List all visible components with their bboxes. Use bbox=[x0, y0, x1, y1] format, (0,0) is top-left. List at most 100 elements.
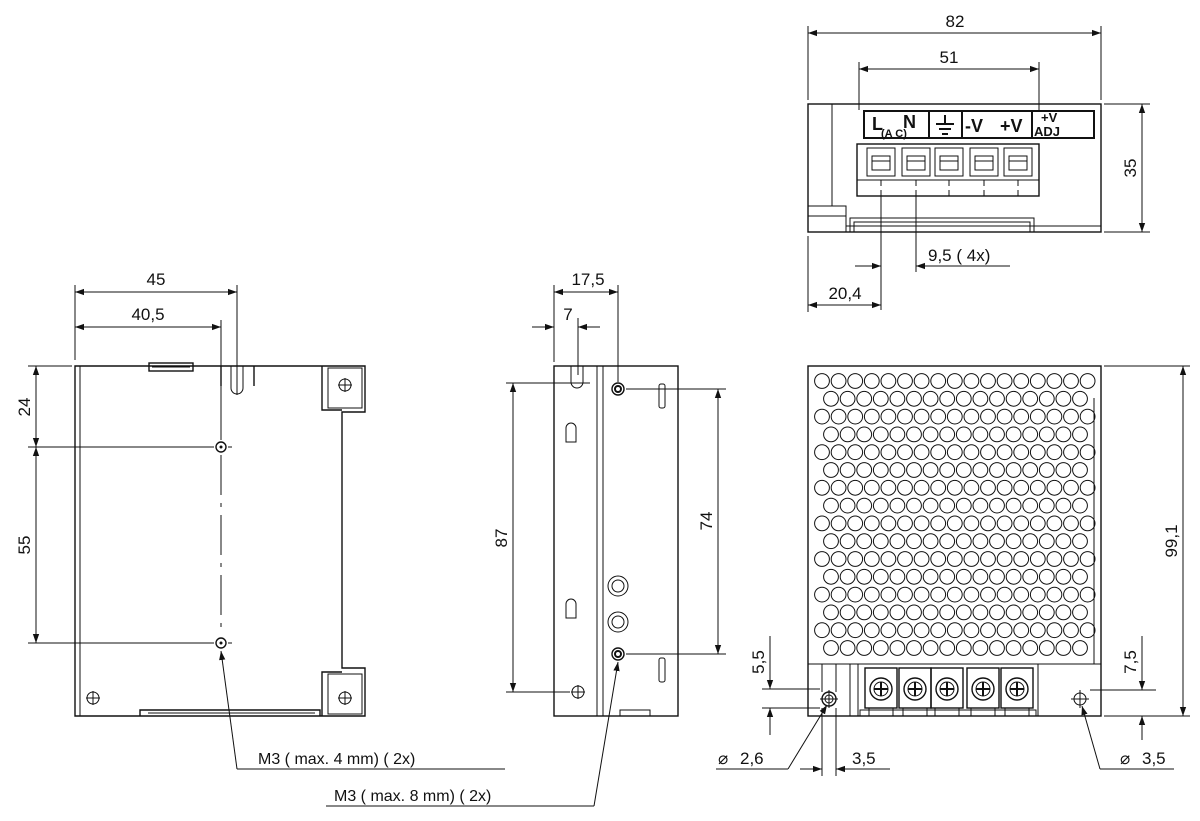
vent-hole bbox=[1022, 390, 1039, 407]
vent-hole bbox=[1005, 640, 1022, 656]
vent-hole bbox=[963, 515, 980, 532]
vent-hole bbox=[863, 373, 880, 389]
vent-hole bbox=[814, 373, 830, 389]
vent-hole bbox=[823, 533, 839, 550]
vent-hole bbox=[1055, 533, 1072, 550]
vent-hole bbox=[814, 622, 830, 639]
vent-hole bbox=[897, 515, 913, 532]
vent-hole bbox=[856, 390, 873, 407]
vent-hole bbox=[872, 568, 889, 585]
vent-hole bbox=[989, 497, 1005, 514]
vent-hole bbox=[856, 568, 873, 585]
vent-hole bbox=[946, 479, 963, 496]
vent-hole bbox=[863, 551, 880, 567]
vent-hole bbox=[1079, 479, 1096, 496]
vent-hole bbox=[830, 551, 847, 567]
vent-hole bbox=[872, 462, 889, 478]
vent-hole bbox=[1029, 515, 1046, 532]
vent-hole bbox=[980, 408, 996, 425]
vent-hole bbox=[1072, 497, 1088, 514]
vent-hole bbox=[913, 444, 930, 461]
vent-hole bbox=[1022, 462, 1039, 478]
vent-hole bbox=[955, 604, 972, 621]
vent-hole bbox=[946, 444, 963, 461]
vent-hole bbox=[989, 640, 1005, 656]
vent-hole bbox=[856, 533, 873, 550]
vent-hole bbox=[980, 551, 996, 567]
terminal-screw-bottom bbox=[966, 667, 1000, 717]
terminal-screw-top bbox=[866, 147, 896, 196]
terminal-block-bottom bbox=[864, 667, 1034, 717]
vent-hole bbox=[1038, 390, 1055, 407]
vent-hole bbox=[830, 622, 847, 639]
vent-hole bbox=[1055, 390, 1072, 407]
vent-hole bbox=[906, 426, 922, 443]
vent-hole bbox=[880, 586, 897, 603]
side-view-body bbox=[74, 362, 366, 717]
vent-hole bbox=[980, 622, 996, 639]
vent-hole bbox=[972, 568, 989, 585]
vent-hole bbox=[897, 444, 913, 461]
bottom-view: 99,1 7,5 5,5 3,5 ⌀ bbox=[716, 365, 1190, 776]
dim-side-vertical: 24 55 bbox=[15, 365, 214, 644]
vent-hole bbox=[906, 533, 922, 550]
vent-hole bbox=[897, 408, 913, 425]
vent-hole bbox=[913, 622, 930, 639]
side-view: 45 40,5 24 55 M3 ( max. 4 mm) ( 2x) bbox=[15, 270, 505, 770]
vent-hole bbox=[1038, 604, 1055, 621]
vent-hole bbox=[839, 462, 856, 478]
dim-top-first-terminal: 20,4 bbox=[807, 236, 881, 312]
vent-hole bbox=[955, 426, 972, 443]
vent-hole bbox=[1013, 622, 1030, 639]
vent-hole bbox=[814, 515, 830, 532]
terminal-screw-bottom bbox=[1000, 667, 1034, 717]
dim-front-depth: 17,5 bbox=[553, 270, 619, 382]
vent-hole bbox=[946, 551, 963, 567]
dim-text-45: 45 bbox=[147, 270, 166, 289]
vent-hole bbox=[1046, 373, 1063, 389]
vent-hole bbox=[1072, 568, 1088, 585]
dim-text-87: 87 bbox=[492, 529, 511, 548]
vent-hole bbox=[856, 462, 873, 478]
vent-hole bbox=[839, 604, 856, 621]
terminal-label-adj-top: +V bbox=[1041, 110, 1058, 125]
vent-hole bbox=[823, 568, 839, 585]
vent-hole bbox=[930, 444, 947, 461]
vent-hole bbox=[996, 586, 1013, 603]
vent-hole bbox=[980, 515, 996, 532]
vent-hole bbox=[1029, 586, 1046, 603]
vent-hole bbox=[814, 551, 830, 567]
vent-hole bbox=[1029, 373, 1046, 389]
vent-hole bbox=[1005, 497, 1022, 514]
terminal-label-l: L bbox=[872, 114, 883, 134]
vent-hole bbox=[823, 604, 839, 621]
vent-hole bbox=[913, 515, 930, 532]
terminal-label-ac: (A C) bbox=[881, 128, 907, 140]
vent-hole bbox=[847, 408, 864, 425]
dim-text-17-5: 17,5 bbox=[571, 270, 604, 289]
vent-hole bbox=[955, 497, 972, 514]
vent-hole bbox=[1046, 622, 1063, 639]
dim-bottom-lower: 7,5 bbox=[1090, 636, 1156, 740]
vent-hole bbox=[913, 373, 930, 389]
vent-hole bbox=[872, 426, 889, 443]
vent-hole bbox=[1005, 533, 1022, 550]
vent-hole bbox=[946, 586, 963, 603]
vent-hole bbox=[872, 497, 889, 514]
dim-front-hole-offset: 7 bbox=[532, 305, 600, 375]
vent-hole bbox=[863, 444, 880, 461]
vent-hole bbox=[1072, 462, 1088, 478]
vent-hole bbox=[963, 551, 980, 567]
vent-hole bbox=[897, 551, 913, 567]
vent-hole bbox=[1038, 533, 1055, 550]
terminal-label-pos-v: +V bbox=[1000, 116, 1023, 136]
vent-hole bbox=[839, 426, 856, 443]
vent-hole bbox=[1046, 444, 1063, 461]
vent-hole bbox=[906, 604, 922, 621]
vent-hole bbox=[939, 390, 956, 407]
terminal-screw-top bbox=[901, 147, 931, 196]
vent-hole bbox=[1038, 497, 1055, 514]
vent-hole bbox=[930, 373, 947, 389]
side-mounting-hole-lower bbox=[215, 637, 227, 649]
vent-hole bbox=[880, 373, 897, 389]
